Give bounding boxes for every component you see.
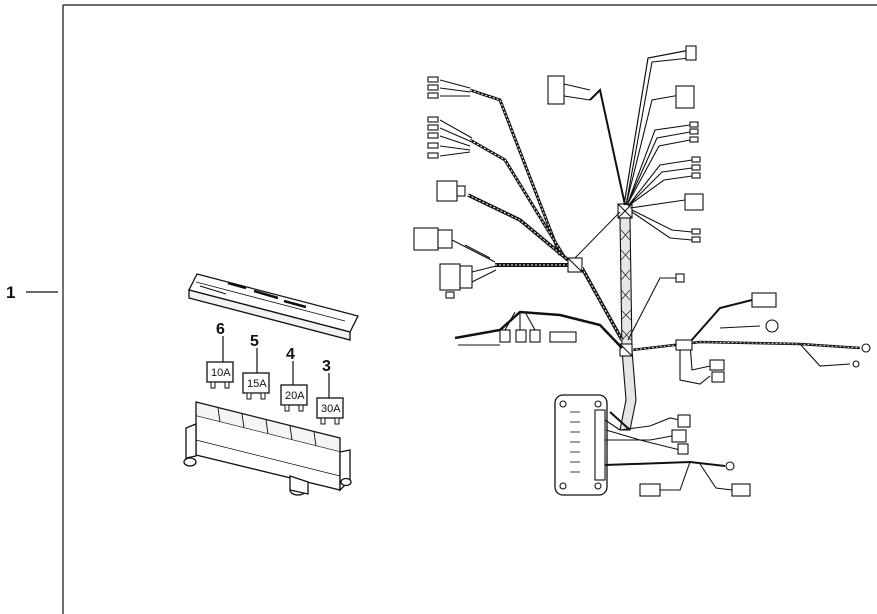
harness-left-bundle bbox=[467, 88, 624, 341]
callout-6-label: 6 bbox=[216, 321, 225, 338]
fuse-20a: 20A bbox=[280, 361, 308, 412]
fuse-20a-rating: 20A bbox=[285, 390, 305, 402]
fuse-30a-rating: 30A bbox=[321, 403, 341, 415]
fuse-30a: 30A bbox=[316, 373, 344, 425]
fuse-box-base bbox=[183, 401, 352, 496]
callout-1-label: 1 bbox=[6, 283, 15, 302]
wiring-harness bbox=[413, 45, 871, 497]
fuse-15a-rating: 15A bbox=[247, 378, 267, 390]
harness-right-branch bbox=[631, 292, 871, 385]
connector-group-left bbox=[413, 180, 497, 299]
harness-top-branches bbox=[547, 45, 704, 341]
terminal-group-top-left bbox=[427, 76, 473, 159]
callout-5-label: 5 bbox=[250, 333, 259, 350]
diagram-frame bbox=[62, 4, 877, 614]
harness-main-trunk bbox=[617, 203, 637, 431]
callout-4-label: 4 bbox=[286, 346, 295, 363]
fuse-15a: 15A bbox=[242, 348, 270, 400]
fuse-10a: 10A bbox=[206, 336, 234, 389]
fuse-10a-rating: 10A bbox=[211, 367, 231, 379]
fuse-box-cover bbox=[188, 273, 359, 341]
callout-3-label: 3 bbox=[322, 358, 331, 375]
harness-lower-branch bbox=[454, 310, 623, 349]
control-module bbox=[554, 394, 751, 497]
